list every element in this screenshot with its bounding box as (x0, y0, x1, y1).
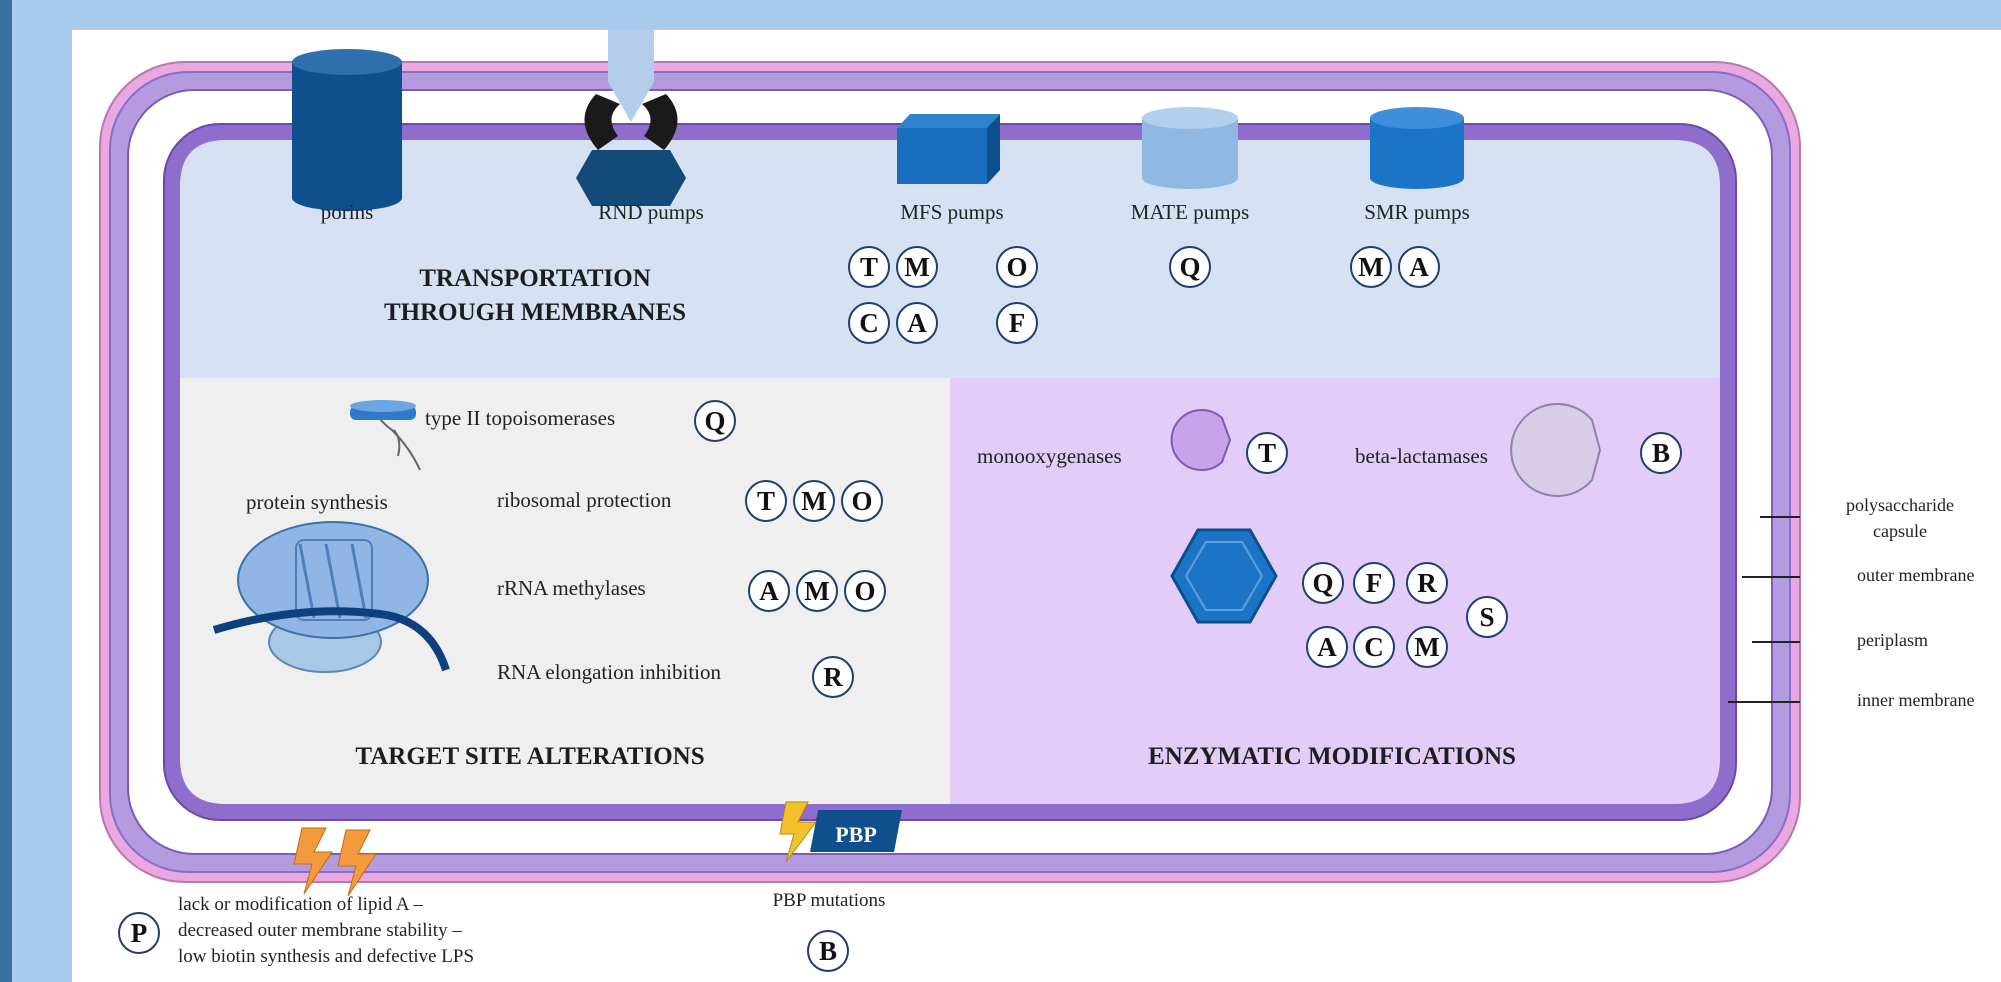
hex-badge-7: S (1466, 596, 1508, 638)
rnd-pumps-label: RND pumps (598, 200, 704, 224)
mfs-pump-icon (897, 114, 1000, 184)
monooxygenase-icon (1170, 409, 1232, 471)
mate-pumps-label: MATE pumps (1130, 200, 1250, 224)
smr-badge-1: M (1350, 246, 1392, 288)
lipid-a-note: lack or modification of lipid A – decrea… (178, 894, 475, 967)
rnd-pump-icon (576, 30, 686, 206)
ribosomal-badge-1: T (745, 480, 787, 522)
left-frame-border (0, 0, 12, 982)
mfs-badge-4: C (848, 302, 890, 344)
rna-elongation-label: RNA elongation inhibition (497, 660, 721, 684)
porins-label: porins (320, 200, 374, 224)
lightning-icon-pbp (779, 801, 817, 863)
mfs-badge-1: T (848, 246, 890, 288)
smr-pump-icon (1370, 107, 1464, 189)
smr-pumps-label: SMR pumps (1364, 200, 1470, 224)
hexagon-substrate-icon (1170, 528, 1278, 624)
mfs-badge-2: M (896, 246, 938, 288)
rrna-badge-1: A (748, 570, 790, 612)
rrna-methylases-label: rRNA methylases (497, 576, 646, 600)
pbp-tag: PBP (835, 822, 877, 847)
beta-badge-1: B (1640, 432, 1682, 474)
outer-membrane-label: outer membrane (1857, 565, 1975, 585)
mate-pump-icon (1142, 107, 1238, 189)
hex-badge-2: F (1353, 562, 1395, 604)
lightning-icon-lipid-1 (293, 827, 333, 895)
hex-badge-5: C (1353, 626, 1395, 668)
mfs-badge-6: F (996, 302, 1038, 344)
mono-badge-1: T (1246, 432, 1288, 474)
ribosome-icon (212, 521, 450, 673)
beta-lactamase-icon (1510, 403, 1602, 497)
ribosomal-badge-3: O (841, 480, 883, 522)
topoisomerase-icon (350, 400, 421, 471)
beta-lactamases-label: beta-lactamases (1355, 444, 1488, 468)
porins-icon (292, 49, 402, 211)
pbp-mutations-label: PBP mutations (772, 890, 886, 911)
rrna-badge-3: O (844, 570, 886, 612)
rrna-badge-2: M (796, 570, 838, 612)
pbp-badge-1: B (807, 930, 849, 972)
mate-badge-1: Q (1169, 246, 1211, 288)
rna-elong-badge-1: R (812, 656, 854, 698)
hex-badge-1: Q (1302, 562, 1344, 604)
inner-membrane-label: inner membrane (1857, 690, 1975, 710)
topo-badge-1: Q (694, 400, 736, 442)
lipid-badge-1: P (118, 912, 160, 954)
mfs-badge-3: O (996, 246, 1038, 288)
topoisomerase-label: type II topoisomerases (425, 406, 616, 430)
hex-badge-4: A (1306, 626, 1348, 668)
pbp-marker: PBP (810, 810, 902, 852)
lightning-icon-lipid-2 (337, 829, 377, 897)
protein-synthesis-label: protein synthesis (246, 490, 388, 514)
enzymatic-section-title: ENZYMATIC MODIFICATIONS (1148, 743, 1516, 770)
hex-badge-6: M (1406, 626, 1448, 668)
transport-region (180, 140, 1720, 378)
periplasm-label: periplasm (1857, 630, 1928, 650)
capsule-label: polysaccharide capsule (1846, 495, 1954, 541)
hex-badge-3: R (1406, 562, 1448, 604)
transport-title-line2: THROUGH MEMBRANES (383, 299, 687, 326)
ribosomal-badge-2: M (793, 480, 835, 522)
transport-section-title: TRANSPORTATION THROUGH MEMBRANES (384, 262, 686, 330)
target-section-title: TARGET SITE ALTERATIONS (355, 743, 705, 770)
smr-badge-2: A (1398, 246, 1440, 288)
monooxygenases-label: monooxygenases (977, 444, 1122, 468)
mfs-pumps-label: MFS pumps (900, 200, 1004, 224)
ribosomal-protection-label: ribosomal protection (497, 488, 672, 512)
transport-title-line1: TRANSPORTATION (419, 265, 651, 292)
mfs-badge-5: A (896, 302, 938, 344)
